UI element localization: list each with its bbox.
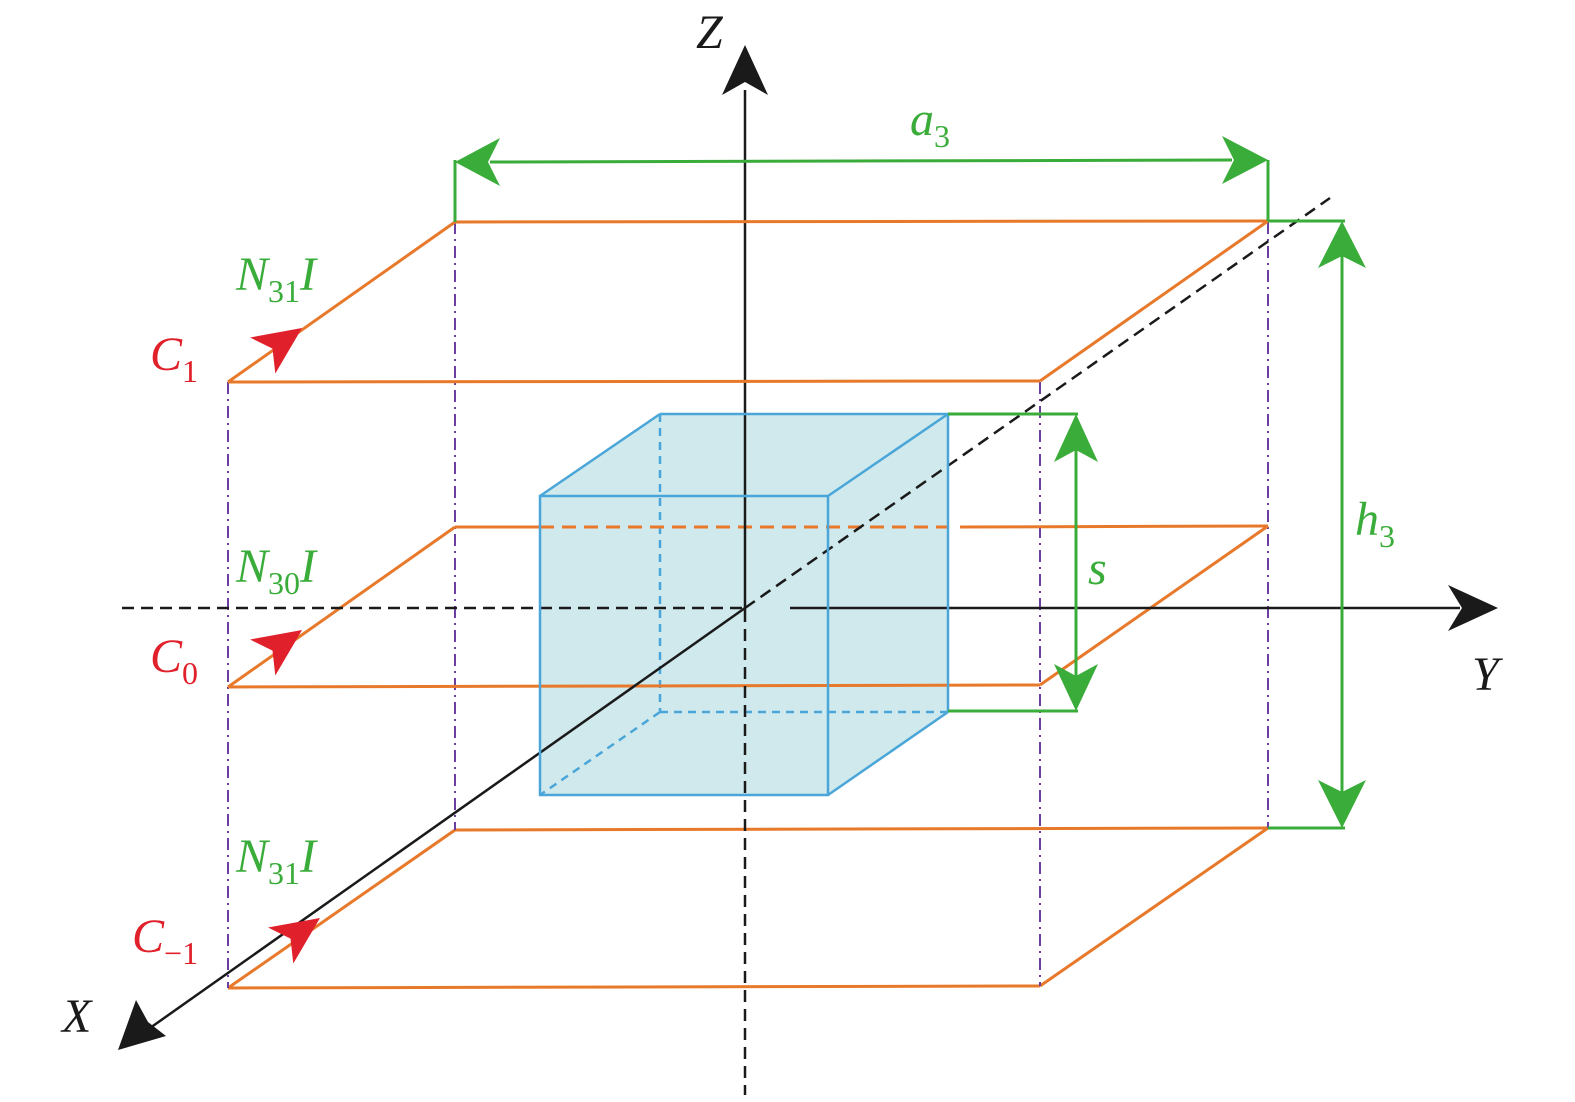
- coil-c-minus-1: [227, 826, 1269, 990]
- x-axis-solid: [149, 606, 746, 1030]
- s-arrow-top: [1054, 414, 1098, 462]
- axes: [122, 90, 1460, 1095]
- sample-cube-edges: [538, 412, 950, 797]
- dimension-a3: [453, 158, 1270, 222]
- a3-label: a3: [910, 93, 950, 154]
- dimension-s: [948, 412, 1078, 713]
- current-arrow-c-minus-1: [268, 918, 320, 964]
- coil-c1-current-label: N31I: [235, 248, 318, 309]
- dimension-h3: [1268, 219, 1345, 830]
- current-arrow-c0: [250, 630, 302, 676]
- s-arrow-bottom: [1054, 664, 1098, 711]
- current-arrow-c1: [250, 328, 302, 374]
- x-axis-dashed: [744, 196, 1331, 610]
- h3-arrow-bottom: [1318, 780, 1366, 828]
- z-axis-arrow: [722, 45, 768, 95]
- y-axis-arrow: [1448, 585, 1498, 631]
- coil-c-minus-1-current-label: N31I: [235, 830, 318, 891]
- vertical-guides: [227, 222, 1269, 988]
- coil-c0-current-label: N30I: [235, 540, 318, 601]
- a3-arrow-left: [455, 138, 500, 186]
- coil-c0-name-label: C0: [150, 630, 198, 691]
- a3-arrow-right: [1222, 136, 1268, 184]
- s-label: s: [1088, 542, 1107, 595]
- h3-arrow-top: [1318, 221, 1366, 268]
- coil-c-minus-1-name-label: C−1: [132, 910, 198, 971]
- coil-c-1: [227, 219, 1269, 384]
- z-axis-label: Z: [696, 6, 724, 59]
- x-axis-label: X: [60, 990, 93, 1043]
- h3-label: h3: [1355, 493, 1395, 554]
- y-axis-label: Y: [1472, 648, 1503, 701]
- x-axis-arrow: [118, 1000, 166, 1050]
- coil-c1-name-label: C1: [150, 328, 198, 389]
